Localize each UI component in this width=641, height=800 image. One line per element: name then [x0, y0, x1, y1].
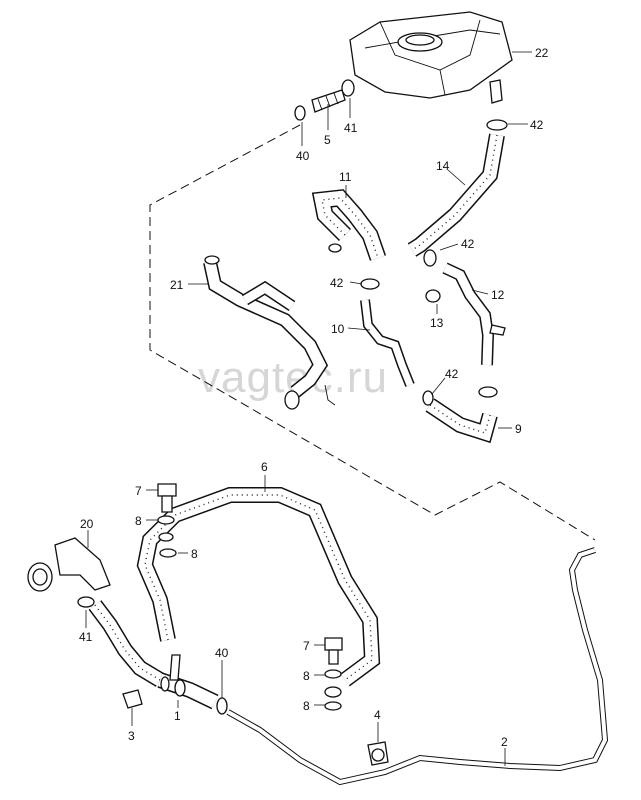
washer-8-lower-a — [324, 669, 342, 698]
hose-6 — [136, 487, 381, 687]
pipe-10 — [360, 299, 415, 387]
callout-42-a: 42 — [530, 118, 544, 132]
callout-5: 5 — [324, 133, 331, 147]
callout-40-upper: 40 — [296, 149, 310, 163]
clamp-40-upper — [294, 105, 306, 121]
callout-20: 20 — [80, 517, 94, 531]
clamp-42-c — [360, 278, 380, 290]
bolt-7-lower — [324, 637, 343, 665]
washer-8-lower-b — [324, 701, 342, 711]
clip-4 — [367, 741, 389, 766]
hose-5 — [311, 89, 346, 113]
callout-41-upper: 41 — [344, 121, 358, 135]
callout-10: 10 — [331, 322, 345, 336]
callout-22: 22 — [535, 46, 549, 60]
connector-20 — [27, 537, 111, 592]
callout-14: 14 — [436, 159, 450, 173]
callout-7-upper: 7 — [135, 484, 142, 498]
clamp-40-lower — [216, 697, 228, 715]
hose-lower-left — [88, 600, 165, 687]
callout-12: 12 — [491, 288, 505, 302]
expansion-tank — [349, 11, 513, 104]
callout-42-d: 42 — [445, 367, 459, 381]
callout-8-lower-a: 8 — [303, 669, 310, 683]
callout-3: 3 — [128, 729, 135, 743]
clamp-41-lower — [77, 596, 95, 608]
clamp-42-d — [422, 386, 498, 406]
leader-lines — [85, 51, 532, 766]
callout-9: 9 — [515, 422, 522, 436]
callout-8-upper-b: 8 — [191, 547, 198, 561]
hose-1 — [157, 654, 219, 710]
washer-8-upper-a — [157, 515, 175, 525]
callout-7-lower: 7 — [303, 639, 310, 653]
callout-13: 13 — [430, 316, 444, 330]
hose-9 — [425, 398, 498, 444]
callout-8-upper-a: 8 — [135, 514, 142, 528]
callout-4: 4 — [374, 708, 381, 722]
callout-8-lower-b: 8 — [303, 699, 310, 713]
callout-41-lower: 41 — [79, 630, 93, 644]
hose-14 — [407, 133, 505, 257]
hose-11 — [311, 189, 387, 261]
callout-42-b: 42 — [461, 237, 475, 251]
callout-11: 11 — [339, 170, 352, 184]
ring-13 — [425, 289, 441, 303]
callout-6: 6 — [261, 460, 268, 474]
washer-8-upper-b — [158, 532, 177, 558]
callout-21: 21 — [170, 278, 184, 292]
pipe-21 — [203, 255, 336, 410]
pipe-12 — [442, 262, 506, 366]
clamp-42-a — [486, 119, 508, 131]
callout-1: 1 — [174, 709, 181, 723]
clamp-42-b — [328, 243, 437, 267]
line-2 — [226, 547, 609, 786]
callout-40-lower: 40 — [215, 646, 229, 660]
bolt-7-upper — [157, 483, 177, 513]
callout-42-c: 42 — [330, 276, 344, 290]
callout-2: 2 — [501, 735, 508, 749]
bracket-3 — [122, 689, 143, 709]
assembly-boundary — [149, 124, 596, 541]
clamp-41-upper — [341, 79, 355, 97]
callouts: 22 5 41 40 42 14 11 42 21 42 12 13 10 42… — [79, 46, 549, 749]
